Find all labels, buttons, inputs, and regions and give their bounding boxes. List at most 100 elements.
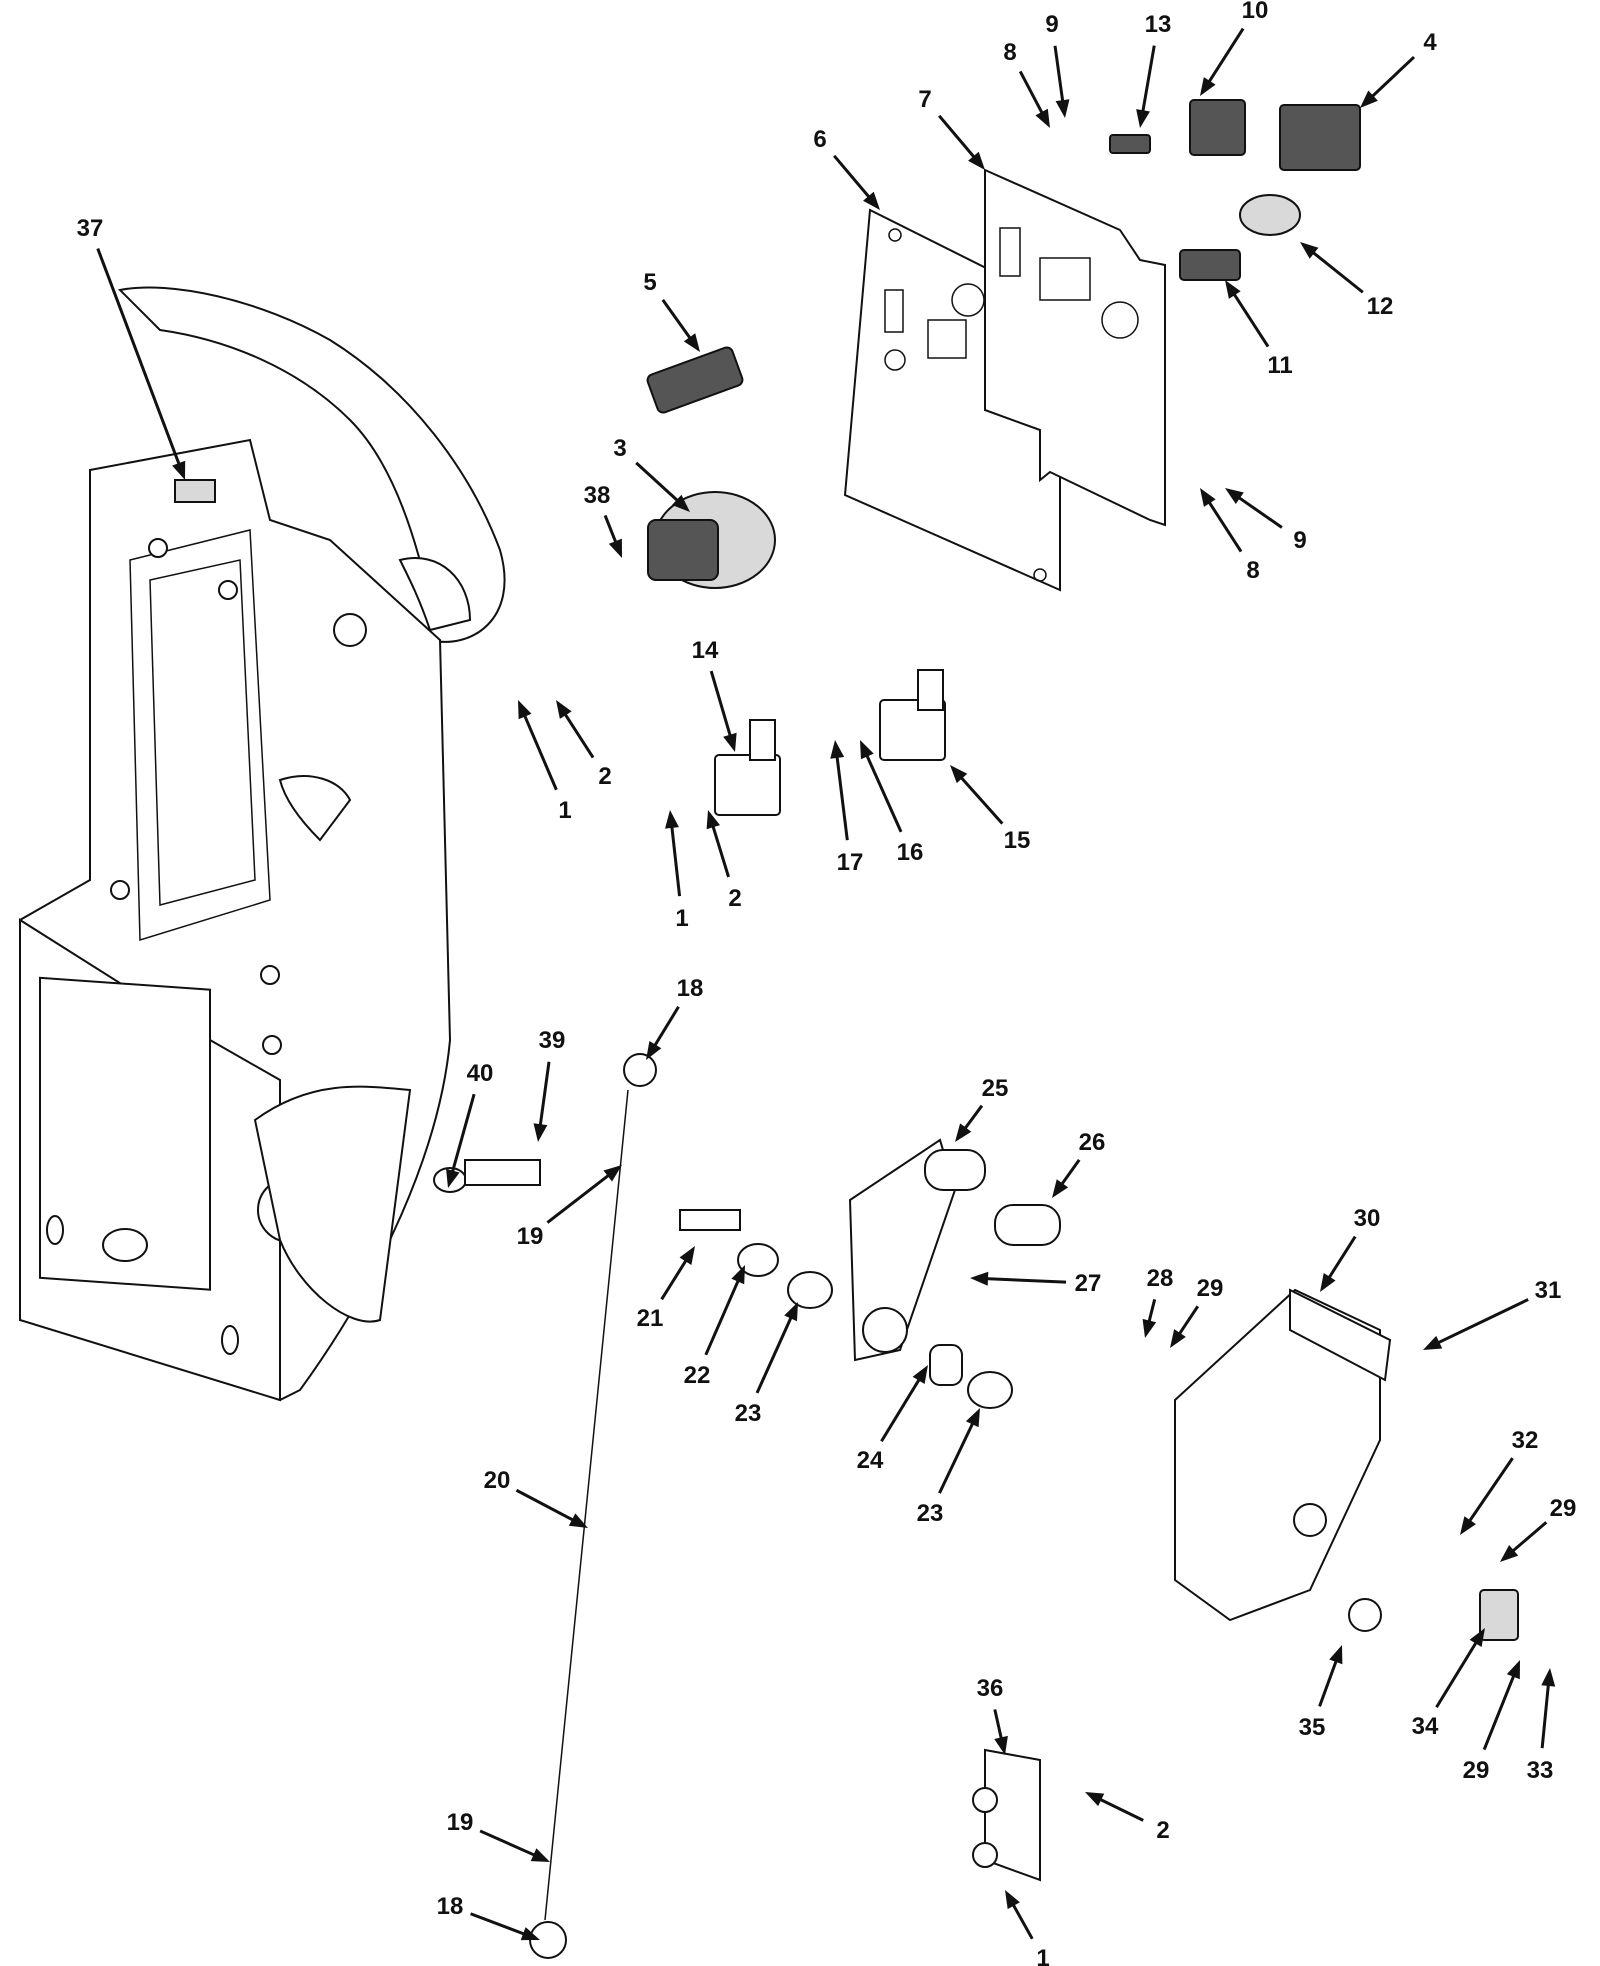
arrowhead-33 (912, 1365, 928, 1385)
leader-line-44 (1482, 1668, 1518, 1751)
arrowhead-14 (671, 494, 690, 512)
arrowhead-34 (965, 1408, 980, 1428)
callout-label: 28 (1147, 1265, 1174, 1292)
rocker-switch (1189, 99, 1246, 156)
callout-label: 32 (1512, 1427, 1539, 1454)
arrowhead-16 (518, 700, 532, 720)
arrowhead-23 (646, 1040, 662, 1060)
callout-label: 1 (675, 905, 688, 932)
leader-line-34 (938, 1416, 978, 1494)
arrowhead-1 (683, 333, 700, 352)
leader-line-9 (1306, 247, 1364, 294)
arrowhead-31 (784, 1302, 798, 1322)
arrowhead-12 (1200, 488, 1216, 507)
arrowhead-25 (446, 1168, 460, 1188)
leader-line-42 (1318, 1653, 1340, 1707)
arrowhead-0 (172, 460, 186, 480)
leader-line-15 (709, 670, 734, 743)
leader-line-3 (938, 114, 980, 164)
callout-label: 20 (484, 1467, 511, 1494)
callout-label: 31 (1535, 1277, 1562, 1304)
callout-label: 9 (1293, 527, 1306, 554)
arrowhead-43 (1469, 1628, 1485, 1648)
leader-line-7 (1204, 27, 1245, 89)
arrowhead-39 (1460, 1516, 1476, 1535)
callout-label: 21 (637, 1305, 664, 1332)
callout-label: 16 (897, 839, 924, 866)
leader-line-4 (1018, 70, 1047, 120)
arrowhead-44 (1506, 1660, 1520, 1680)
callout-label: 2 (598, 763, 611, 790)
callout-label: 7 (918, 86, 931, 113)
micro-switch (1479, 1589, 1519, 1641)
arrowhead-24 (533, 1123, 548, 1142)
leader-line-31 (755, 1310, 796, 1394)
callout-label: 26 (1079, 1129, 1106, 1156)
arrowhead-20 (830, 740, 845, 759)
arrowhead-5 (1055, 99, 1070, 118)
callout-label: 29 (1550, 1495, 1577, 1522)
callout-label: 9 (1045, 11, 1058, 38)
leader-line-35 (1324, 1235, 1357, 1285)
leader-line-8 (1366, 56, 1416, 103)
leader-line-22 (955, 771, 1004, 825)
pivot-lever (848, 1138, 1061, 1362)
arrowhead-6 (1136, 109, 1150, 128)
leader-line-6 (1140, 45, 1156, 119)
arrowhead-15 (723, 732, 737, 752)
leader-line-18 (669, 819, 682, 897)
callout-label: 37 (77, 215, 104, 242)
callout-label: 5 (643, 269, 656, 296)
leader-line-45 (1540, 1677, 1551, 1749)
throttle-rod (529, 1053, 657, 1959)
callout-label: 23 (735, 1400, 762, 1427)
arrowhead-50 (1005, 1890, 1020, 1910)
callout-label: 11 (1267, 352, 1292, 379)
arrowhead-28 (1052, 1179, 1069, 1198)
leader-line-5 (1053, 45, 1066, 109)
leader-line-17 (560, 707, 595, 759)
leader-line-38 (1431, 1298, 1529, 1348)
callout-label: 24 (857, 1447, 884, 1474)
leader-line-21 (862, 748, 903, 833)
leader-line-14 (635, 461, 684, 507)
arrowhead-36 (1142, 1318, 1157, 1338)
leader-line-30 (704, 1273, 743, 1356)
leader-line-23 (649, 1005, 680, 1053)
callout-label: 18 (437, 1893, 464, 1920)
leader-line-25 (449, 1093, 476, 1179)
ignition-switch (647, 491, 776, 589)
callout-label: 25 (982, 1075, 1009, 1102)
arrowhead-19 (706, 810, 720, 830)
bolt-and-spring (433, 1159, 741, 1231)
arrowhead-22 (950, 765, 968, 784)
relay-right (879, 669, 946, 761)
callout-label: 27 (1075, 1270, 1102, 1297)
arrowhead-29 (679, 1246, 695, 1265)
callout-label: 14 (692, 637, 719, 664)
callout-label: 13 (1145, 11, 1172, 38)
callout-label: 34 (1412, 1713, 1439, 1740)
console-housing (19, 286, 506, 1402)
callout-label: 8 (1246, 557, 1259, 584)
arrowhead-42 (1329, 1645, 1343, 1665)
key-knob (1179, 194, 1301, 281)
leader-line-48 (479, 1829, 542, 1860)
callout-label: 19 (447, 1809, 474, 1836)
arrowhead-8 (1360, 90, 1378, 108)
callout-label: 1 (558, 797, 571, 824)
arrowhead-45 (1541, 1668, 1556, 1687)
arrowhead-41 (568, 1513, 588, 1528)
arrowhead-40 (1500, 1544, 1519, 1562)
arrowhead-13 (608, 538, 622, 558)
arrowhead-38 (1423, 1335, 1443, 1350)
callout-label: 33 (1527, 1757, 1554, 1784)
indicator-light (1109, 134, 1151, 154)
arrowhead-48 (530, 1848, 550, 1862)
arrowhead-26 (603, 1165, 622, 1182)
callout-label: 35 (1299, 1714, 1326, 1741)
callout-label: 6 (813, 126, 826, 153)
arrowhead-3 (968, 151, 985, 170)
leader-line-47 (1093, 1795, 1144, 1822)
